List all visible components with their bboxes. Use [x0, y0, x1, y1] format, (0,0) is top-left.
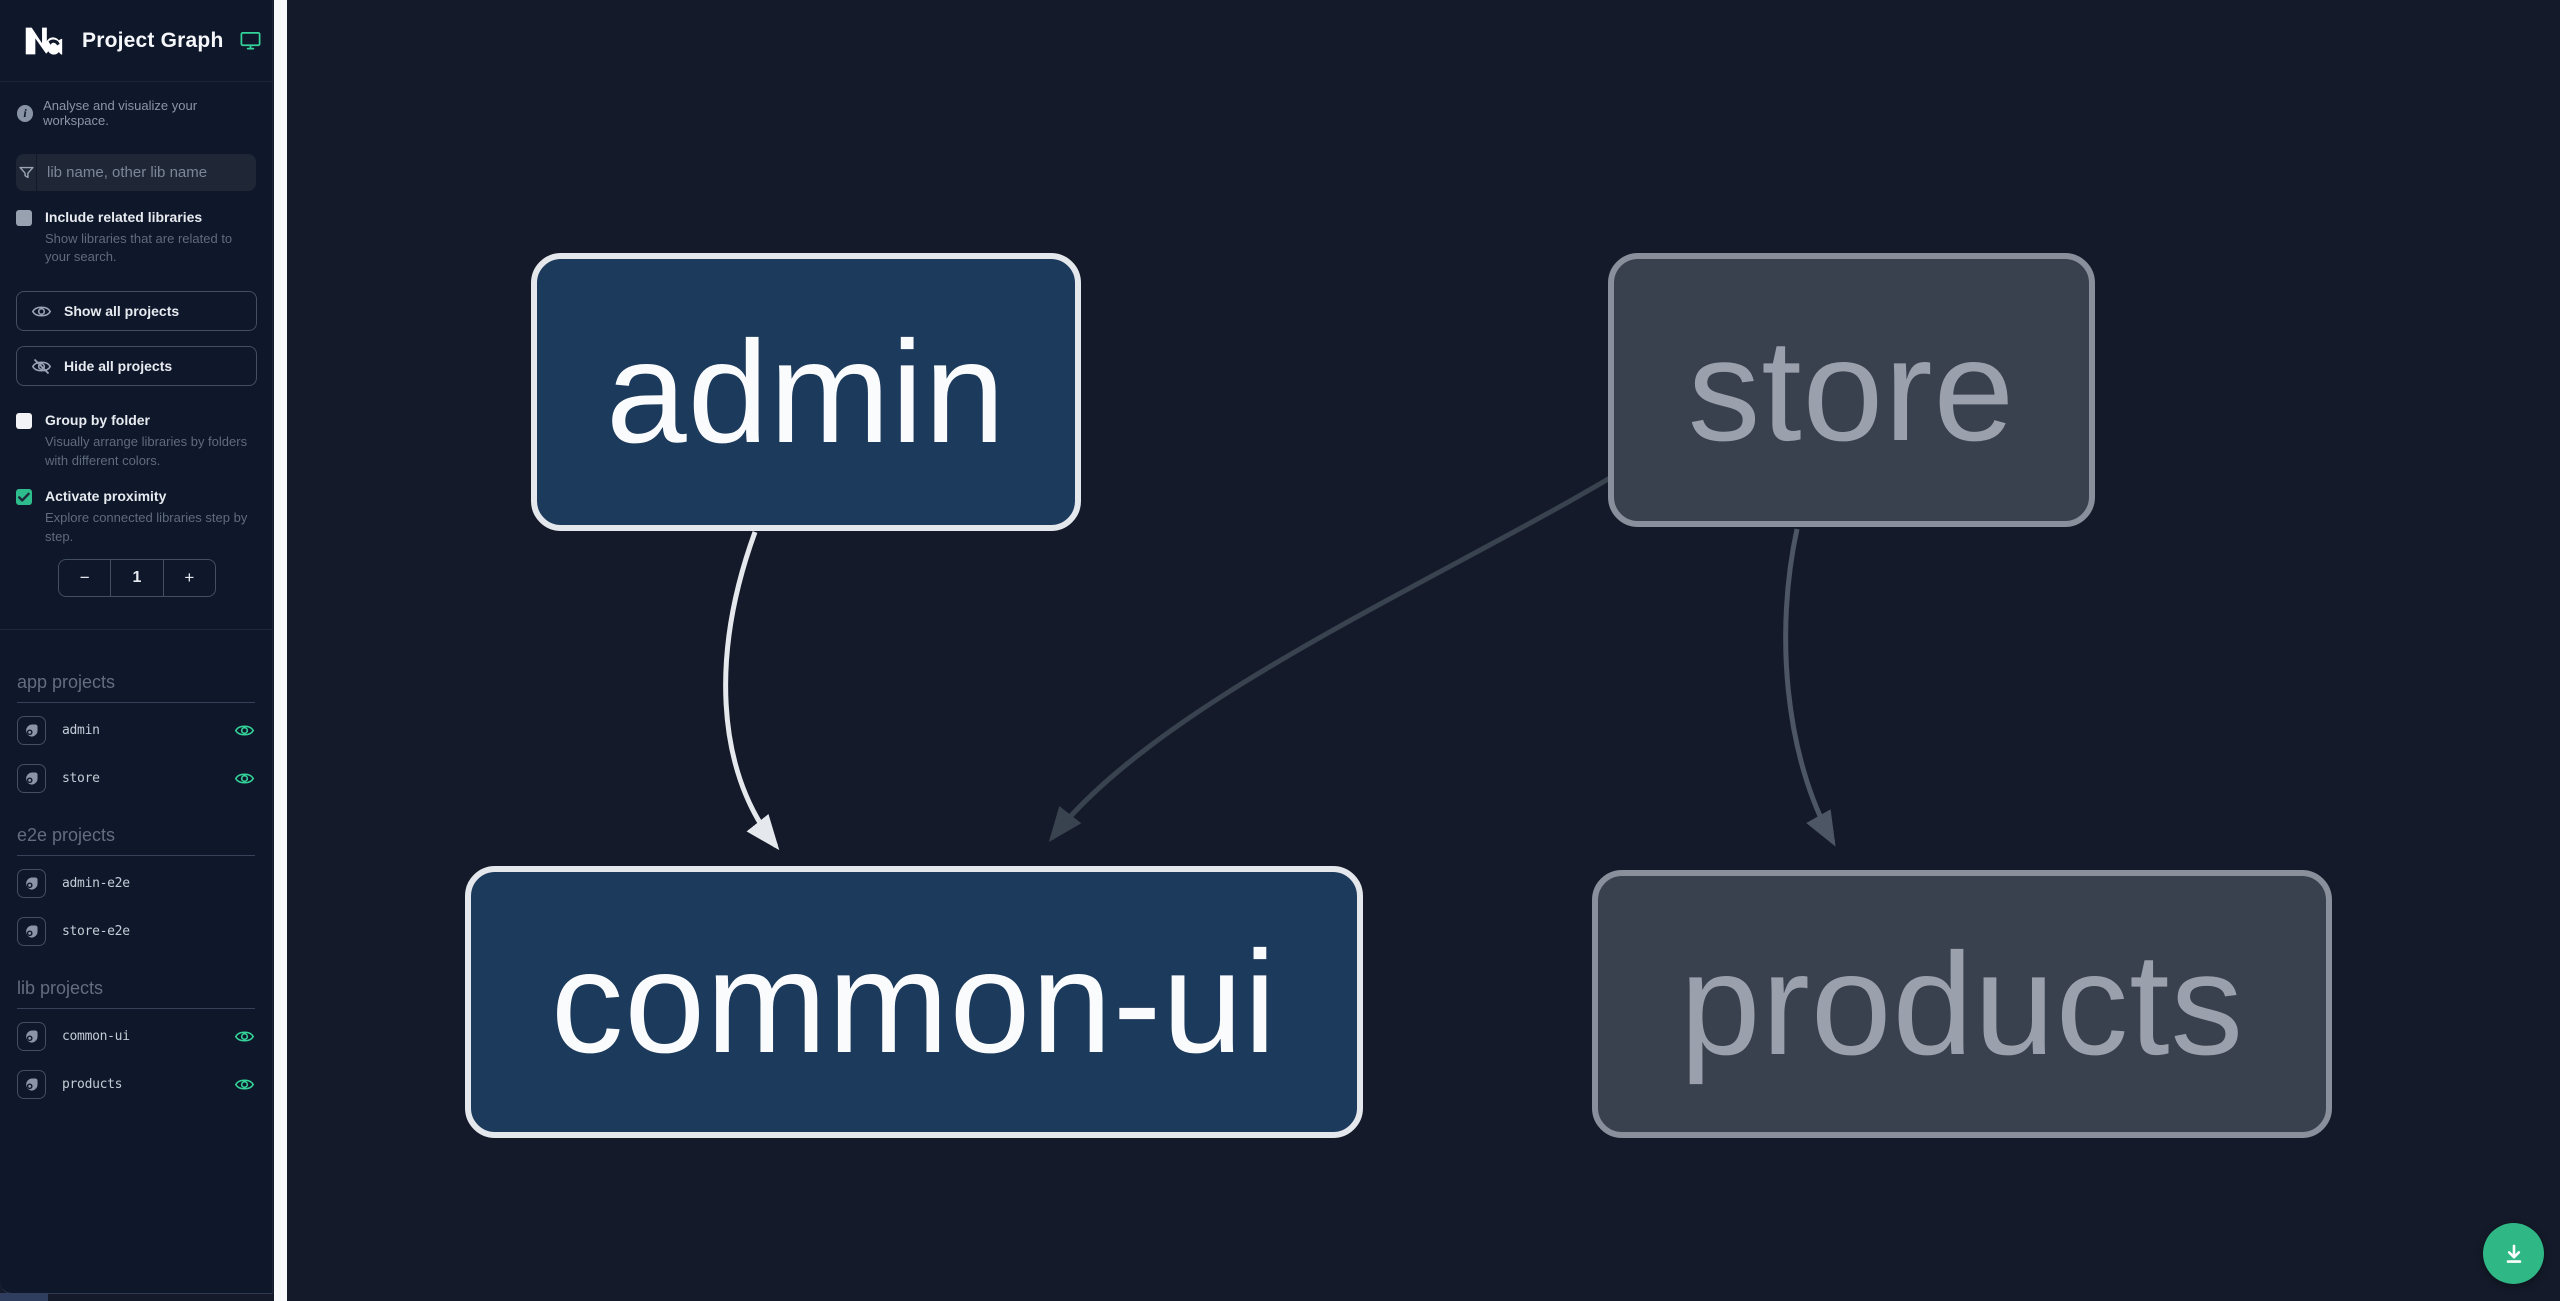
- section-app-projects: app projects admin: [0, 672, 272, 799]
- focus-project-button[interactable]: [17, 764, 46, 794]
- project-name: common-ui: [62, 1029, 130, 1045]
- download-image-button[interactable]: [2483, 1223, 2544, 1284]
- edge-store-to-common-ui: [1048, 469, 1622, 843]
- toggle-group-by-folder: Group by folder Visually arrange librari…: [16, 412, 256, 470]
- proximity-increment-button[interactable]: +: [162, 559, 215, 596]
- filter-input[interactable]: [37, 154, 256, 191]
- project-name: store: [62, 771, 100, 787]
- graph-node-products[interactable]: products: [1592, 870, 2332, 1138]
- monitor-icon[interactable]: [239, 29, 262, 52]
- sidebar-separator: [0, 628, 272, 630]
- focus-project-button[interactable]: [17, 917, 46, 947]
- horizontal-scrollbar-thumb[interactable]: [0, 1293, 48, 1301]
- node-label: products: [1679, 922, 2245, 1085]
- eye-icon: [31, 301, 52, 322]
- edge-admin-to-common-ui: [723, 531, 780, 851]
- graph-node-store[interactable]: store: [1608, 253, 2095, 527]
- toggle-label: Activate proximity: [45, 488, 167, 505]
- sidebar: Project Graph i Analyse and visualize yo…: [0, 0, 273, 1294]
- project-row-admin: admin: [17, 711, 255, 751]
- sidebar-header: Project Graph: [0, 0, 272, 82]
- info-icon: i: [17, 104, 34, 122]
- page-title: Project Graph: [82, 28, 224, 52]
- toggle-description: Show libraries that are related to your …: [45, 230, 233, 265]
- group-by-folder-checkbox[interactable]: [16, 413, 32, 430]
- button-label: Show all projects: [64, 303, 180, 320]
- focus-project-button[interactable]: [17, 1070, 46, 1100]
- section-title: e2e projects: [17, 825, 255, 856]
- nx-logo-icon: [20, 18, 66, 64]
- section-e2e-projects: e2e projects admin-e2e store-e2e: [0, 825, 272, 952]
- tagline-text: Analyse and visualize your workspace.: [43, 98, 198, 128]
- toggle-activate-proximity: Activate proximity Explore connected lib…: [16, 488, 256, 546]
- visibility-eye-icon[interactable]: [234, 1026, 255, 1047]
- project-row-admin-e2e: admin-e2e: [17, 864, 255, 904]
- edge-store-to-products: [1783, 528, 1836, 847]
- tagline-row: i Analyse and visualize your workspace.: [0, 98, 272, 128]
- toggle-description: Explore connected libraries step by step…: [45, 509, 248, 544]
- download-icon: [2501, 1241, 2527, 1267]
- visibility-eye-icon[interactable]: [234, 1074, 255, 1095]
- graph-node-admin[interactable]: admin: [531, 253, 1081, 531]
- toggle-description: Visually arrange libraries by folders wi…: [45, 433, 248, 468]
- section-title: lib projects: [17, 978, 255, 1009]
- sidebar-divider: [274, 0, 287, 1301]
- project-row-products: products: [17, 1065, 255, 1105]
- focus-project-button[interactable]: [17, 716, 46, 746]
- hide-all-projects-button[interactable]: Hide all projects: [16, 346, 257, 387]
- focus-project-button[interactable]: [17, 1022, 46, 1052]
- toggle-include-related: Include related libraries Show libraries…: [16, 209, 256, 267]
- project-row-common-ui: common-ui: [17, 1017, 255, 1057]
- filter-bar: [16, 154, 256, 191]
- filter-funnel-icon: [16, 154, 37, 191]
- toggle-label: Include related libraries: [45, 209, 203, 225]
- project-name: store-e2e: [62, 924, 130, 940]
- proximity-stepper: − 1 +: [58, 558, 216, 597]
- project-name: admin-e2e: [62, 876, 130, 892]
- node-label: common-ui: [550, 920, 1278, 1083]
- node-label: admin: [606, 310, 1006, 473]
- show-all-projects-button[interactable]: Show all projects: [16, 291, 257, 332]
- focus-project-button[interactable]: [17, 869, 46, 899]
- visibility-eye-icon[interactable]: [234, 768, 255, 789]
- button-label: Hide all projects: [64, 358, 173, 375]
- graph-node-common-ui[interactable]: common-ui: [465, 866, 1363, 1138]
- section-title: app projects: [17, 672, 255, 703]
- proximity-value: 1: [110, 559, 162, 596]
- project-row-store-e2e: store-e2e: [17, 912, 255, 952]
- node-label: store: [1687, 308, 2016, 471]
- toggle-label: Group by folder: [45, 412, 150, 429]
- include-related-checkbox[interactable]: [16, 210, 32, 226]
- eye-off-icon: [31, 356, 52, 377]
- visibility-eye-icon[interactable]: [234, 720, 255, 741]
- proximity-decrement-button[interactable]: −: [59, 560, 110, 596]
- activate-proximity-checkbox[interactable]: [16, 489, 32, 506]
- project-name: admin: [62, 723, 100, 739]
- project-name: products: [62, 1077, 123, 1093]
- section-lib-projects: lib projects common-ui: [0, 978, 272, 1105]
- project-row-store: store: [17, 759, 255, 799]
